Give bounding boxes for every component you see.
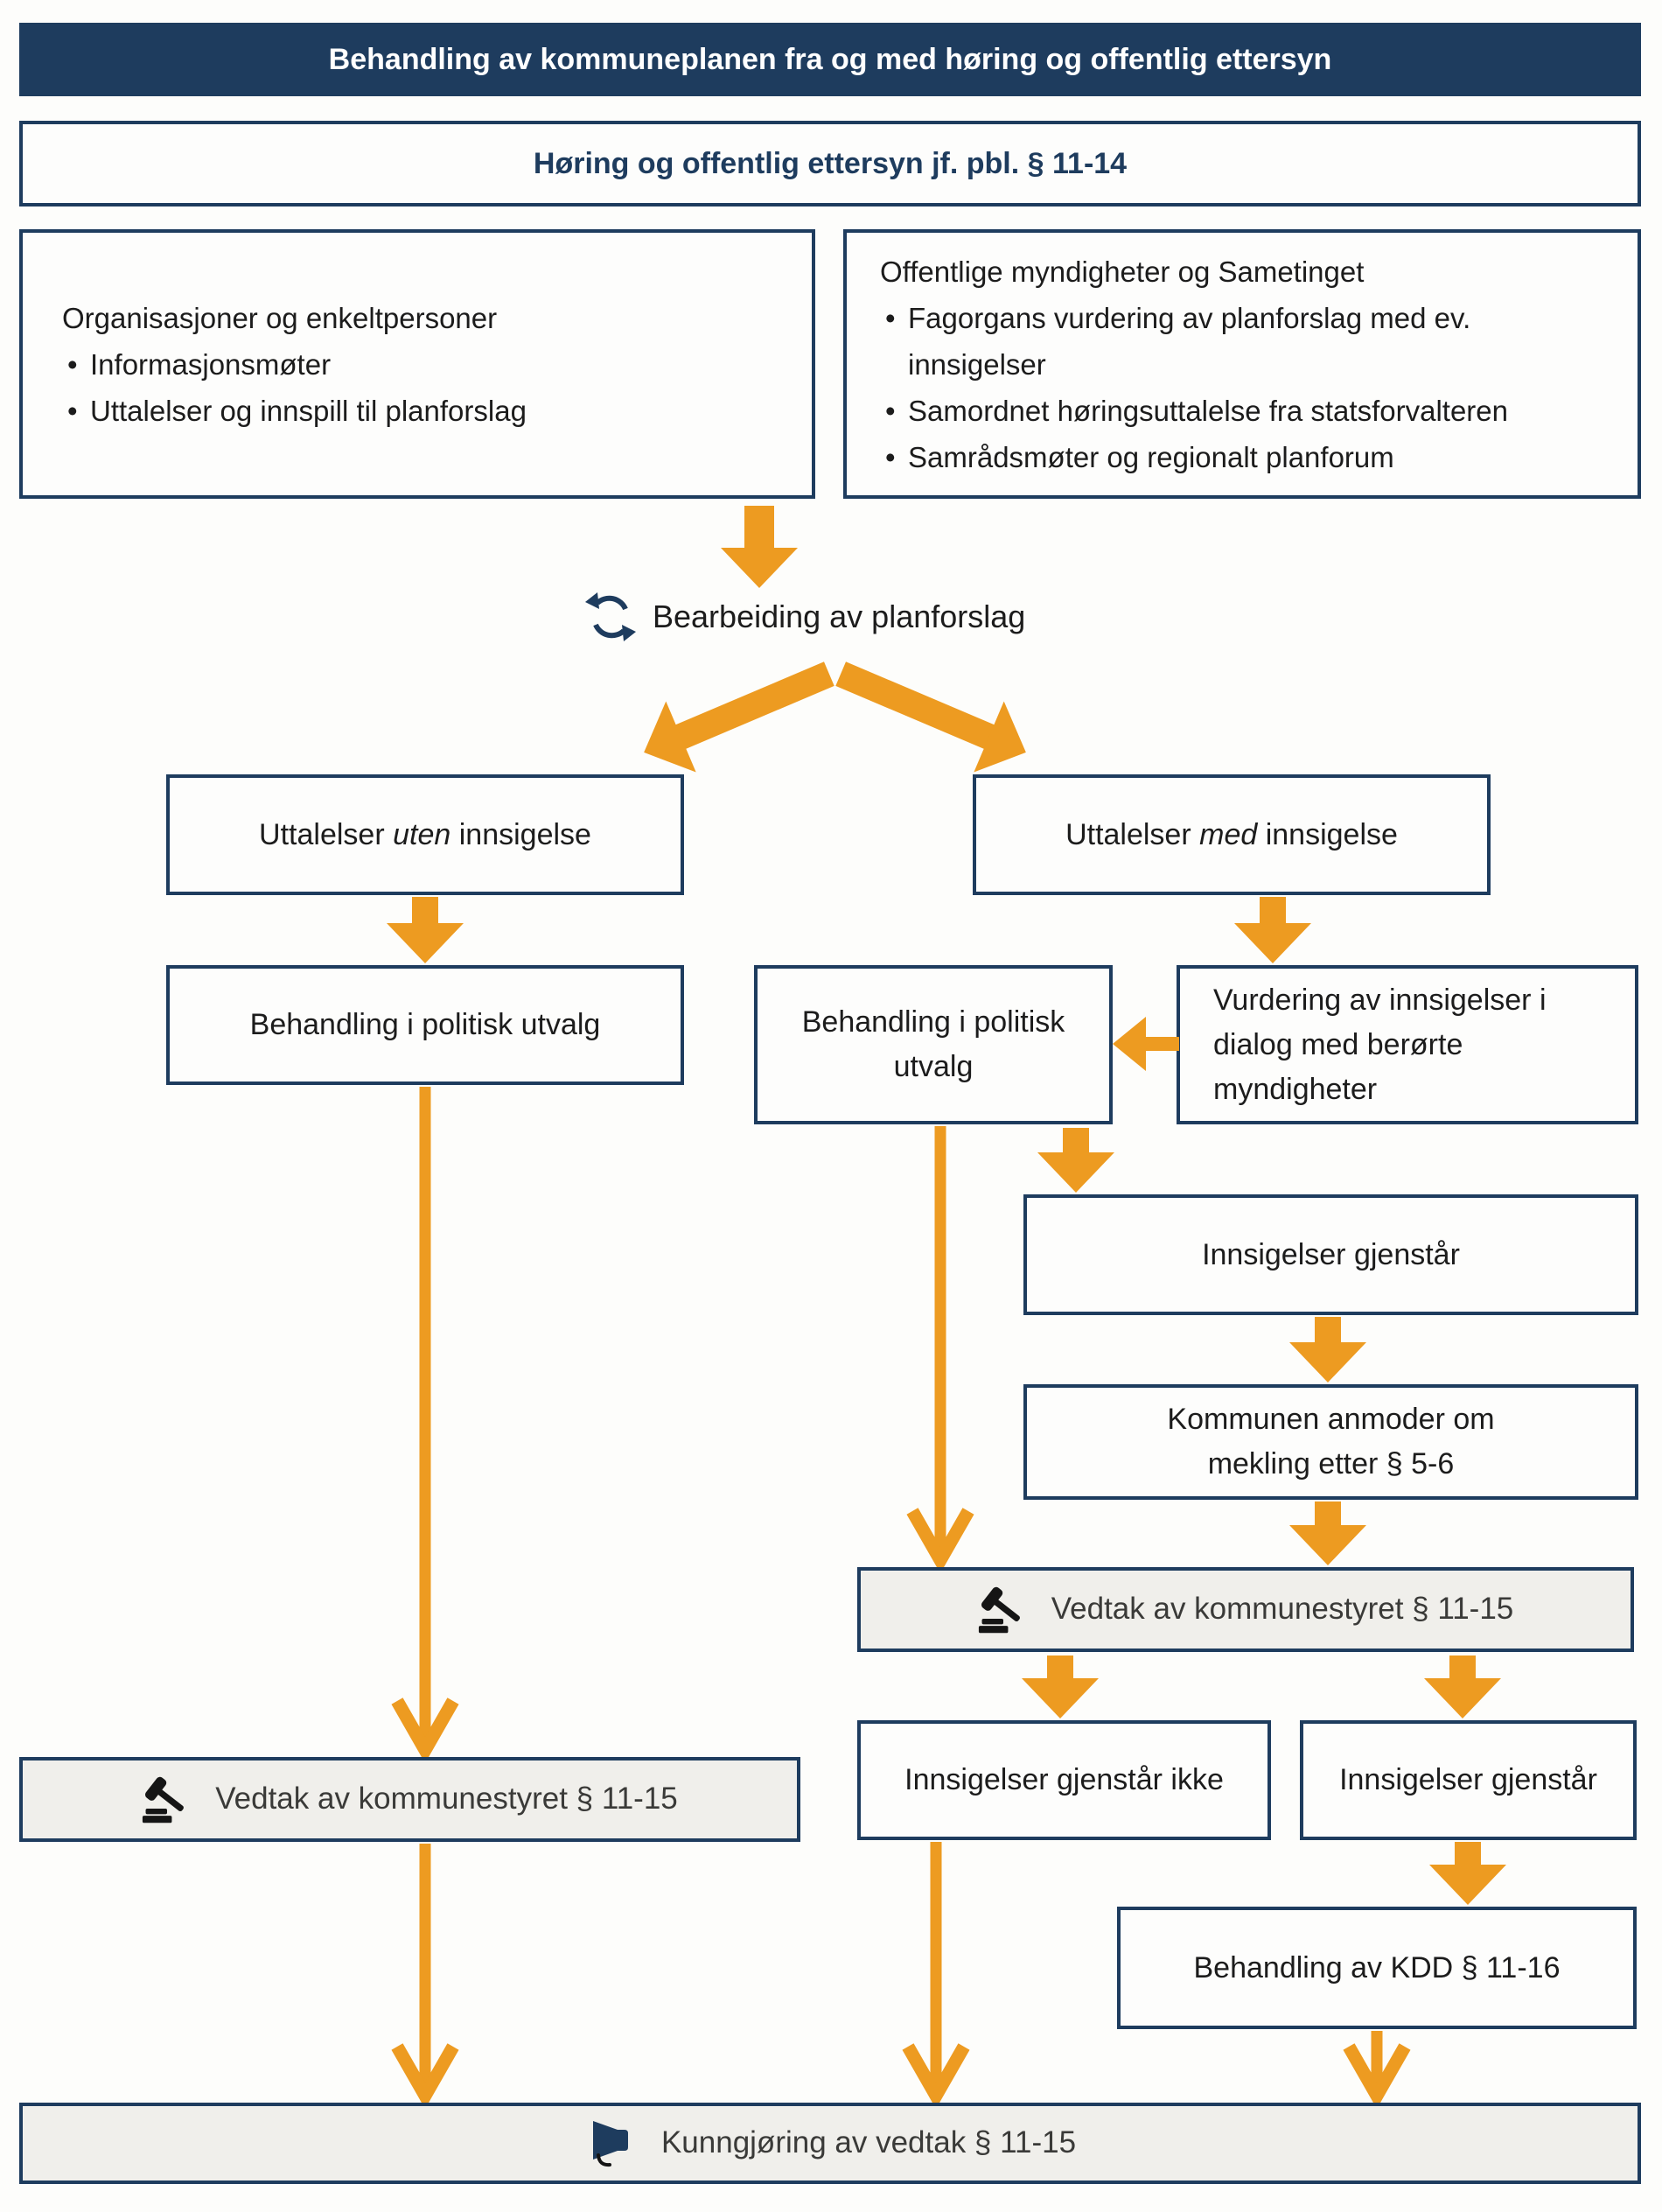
- arrow-branch-left: [644, 662, 834, 773]
- behandling-kdd-label: Behandling av KDD § 11-16: [1193, 1950, 1561, 1984]
- bearbeiding-step: Bearbeiding av planforslag: [584, 588, 1025, 646]
- kommunen-anmoder-label: Kommunen anmoder om mekling etter § 5-6: [1167, 1403, 1495, 1480]
- page-title: Behandling av kommuneplanen fra og med h…: [19, 23, 1641, 96]
- megaphone-icon: [592, 2120, 628, 2166]
- horing-box: Høring og offentlig ettersyn jf. pbl. § …: [19, 121, 1641, 206]
- vedtak-kommunestyret-left-box: Vedtak av kommunestyret § 11-15: [19, 1757, 800, 1842]
- behandling-center-label: Behandling i politisk utvalg: [801, 1005, 1065, 1083]
- arrow-innsigelser-to-mekling: [1289, 1317, 1366, 1382]
- iteration-cycle-icon: [585, 592, 636, 641]
- gavel-icon: [143, 1776, 185, 1823]
- organisasjoner-bullets: Informasjonsmøter Uttalelser og innspill…: [62, 341, 527, 434]
- kommunen-anmoder-box: Kommunen anmoder om mekling etter § 5-6: [1023, 1384, 1638, 1500]
- uttalelser-uten-label: Uttalelser uten innsigelse: [259, 817, 591, 851]
- behandling-left-label: Behandling i politisk utvalg: [249, 1008, 601, 1041]
- page-title-text: Behandling av kommuneplanen fra og med h…: [328, 42, 1332, 76]
- innsigelser-gjenstar-right-box: Innsigelser gjenstår: [1300, 1720, 1637, 1840]
- innsigelser-gjenstar-box: Innsigelser gjenstår: [1023, 1194, 1638, 1315]
- bullet-item: Samordnet høringsuttalelse fra statsforv…: [880, 388, 1597, 434]
- vurdering-label: Vurdering av innsigelser i dialog med be…: [1213, 983, 1547, 1106]
- innsigelser-gjenstar-label: Innsigelser gjenstår: [1202, 1237, 1460, 1271]
- vurdering-innsigelser-box: Vurdering av innsigelser i dialog med be…: [1177, 965, 1638, 1124]
- arrow-to-bearbeiding: [721, 506, 798, 588]
- innsigelser-ikke-label: Innsigelser gjenstår ikke: [904, 1763, 1224, 1796]
- behandling-politisk-utvalg-center-box: Behandling i politisk utvalg: [754, 965, 1113, 1124]
- arrow-ikke-to-kunngjoring: [902, 1842, 970, 2110]
- offentlige-bullets: Fagorgans vurdering av planforslag med e…: [880, 295, 1597, 480]
- arrow-vurdering-to-behandling: [1113, 1017, 1179, 1071]
- gavel-icon: [978, 1586, 1020, 1633]
- bullet-item: Informasjonsmøter: [62, 341, 527, 388]
- arrow-branch-right: [835, 662, 1026, 773]
- kunngjoring-box: Kunngjøring av vedtak § 11-15: [19, 2103, 1641, 2184]
- arrow-med-to-vurdering: [1234, 897, 1311, 963]
- vedtak-left-label: Vedtak av kommunestyret § 11-15: [215, 1782, 678, 1816]
- arrow-mekling-to-vedtak: [1289, 1502, 1366, 1565]
- organisasjoner-box: Organisasjoner og enkeltpersoner Informa…: [19, 229, 815, 499]
- organisasjoner-title: Organisasjoner og enkeltpersoner: [62, 301, 498, 334]
- bullet-item: Uttalelser og innspill til planforslag: [62, 388, 527, 434]
- uttalelser-uten-box: Uttalelser uten innsigelse: [166, 774, 684, 895]
- arrow-vedtak-to-ikke: [1022, 1656, 1099, 1718]
- arrow-vedtak-to-gjenstar: [1424, 1656, 1501, 1718]
- offentlige-title: Offentlige myndigheter og Sametinget: [880, 255, 1365, 288]
- vedtak-kommunestyret-right-box: Vedtak av kommunestyret § 11-15: [857, 1567, 1634, 1652]
- kunngjoring-label: Kunngjøring av vedtak § 11-15: [660, 2125, 1077, 2160]
- uttalelser-med-box: Uttalelser med innsigelse: [973, 774, 1491, 895]
- bearbeiding-label: Bearbeiding av planforslag: [653, 598, 1026, 634]
- offentlige-myndigheter-box: Offentlige myndigheter og Sametinget Fag…: [843, 229, 1641, 499]
- uttalelser-med-label: Uttalelser med innsigelse: [1065, 817, 1398, 851]
- arrow-vedtak-left-to-kunngjoring: [391, 1844, 459, 2110]
- arrow-kdd-to-kunngjoring: [1343, 2031, 1411, 2110]
- arrow-uten-to-behandling: [387, 897, 464, 963]
- arrow-behandling-to-innsigelser: [1037, 1128, 1114, 1193]
- arrow-gjenstar-to-kdd: [1429, 1842, 1506, 1905]
- innsigelser-gjenstar-right-label: Innsigelser gjenstår: [1339, 1763, 1597, 1796]
- bullet-item: Fagorgans vurdering av planforslag med e…: [880, 295, 1597, 388]
- arrow-behandling-to-vedtak-long: [906, 1126, 974, 1574]
- vedtak-right-label: Vedtak av kommunestyret § 11-15: [1051, 1592, 1514, 1627]
- bullet-item: Samrådsmøter og regionalt planforum: [880, 434, 1597, 480]
- innsigelser-gjenstar-ikke-box: Innsigelser gjenstår ikke: [857, 1720, 1271, 1840]
- behandling-politisk-utvalg-left-box: Behandling i politisk utvalg: [166, 965, 684, 1085]
- horing-box-label: Høring og offentlig ettersyn jf. pbl. § …: [533, 146, 1128, 180]
- behandling-kdd-box: Behandling av KDD § 11-16: [1117, 1907, 1637, 2029]
- arrow-behandling-left-to-vedtak-long: [391, 1087, 459, 1764]
